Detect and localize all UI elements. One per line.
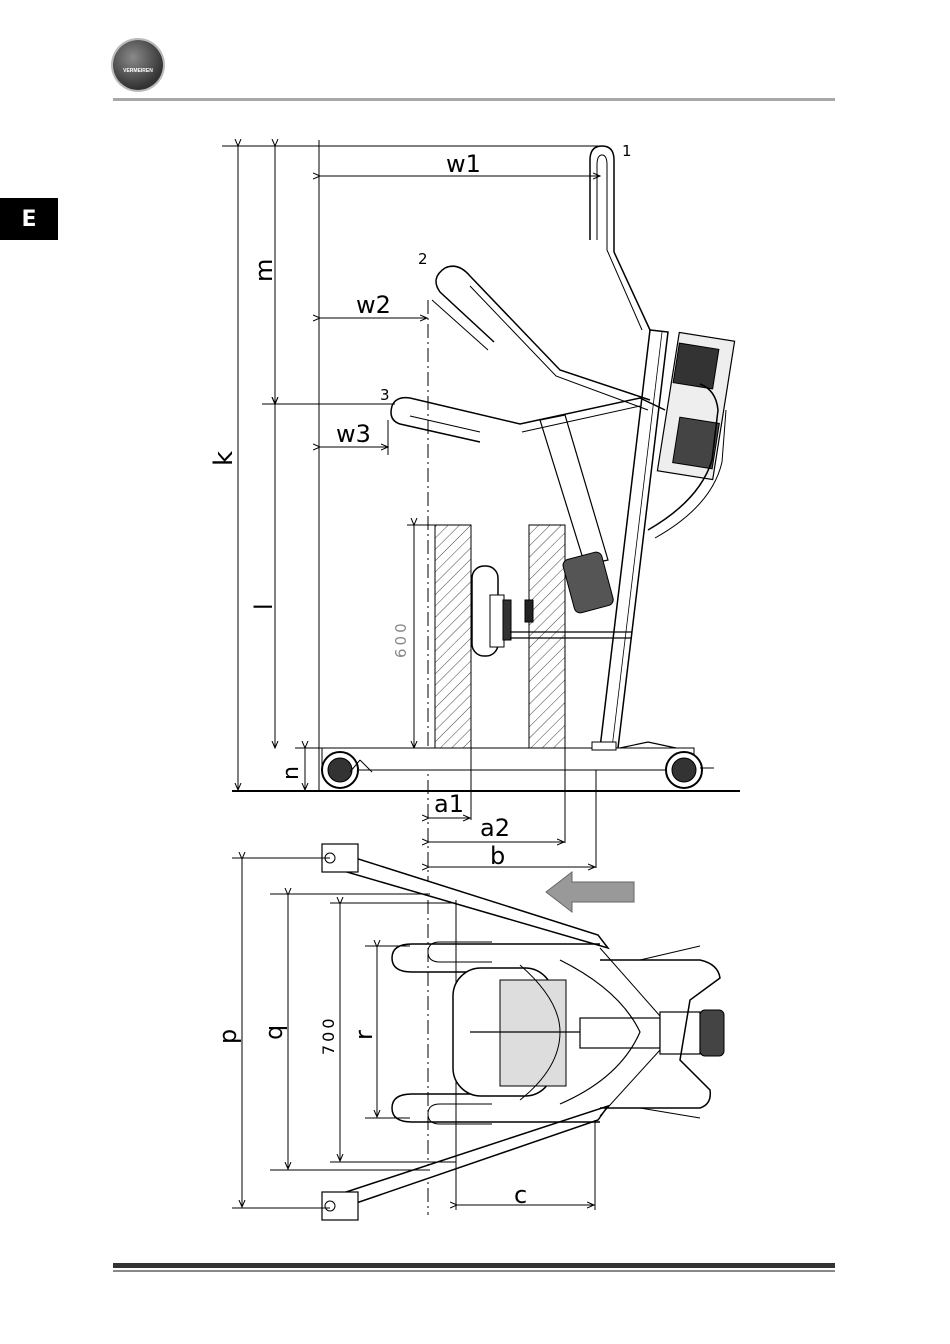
dim-label-700: 700 <box>319 1015 338 1055</box>
dim-label-m: m <box>250 259 278 282</box>
point-label-3: 3 <box>380 386 390 404</box>
dim-label-c: c <box>514 1181 527 1209</box>
dim-label-n: n <box>279 766 304 780</box>
dimension-labels: 1 2 3 w1 w2 w3 k m l n 600 a1 a2 b c p q… <box>209 142 632 1209</box>
dim-label-w1: w1 <box>446 150 481 178</box>
dim-label-w2: w2 <box>356 291 391 319</box>
dim-label-600: 600 <box>392 620 410 658</box>
dim-label-l: l <box>250 603 278 610</box>
point-label-2: 2 <box>418 250 428 268</box>
dim-label-b: b <box>490 842 505 870</box>
footer-divider <box>113 1263 835 1268</box>
dim-label-q: q <box>260 1025 288 1040</box>
dim-label-k: k <box>209 451 239 466</box>
dim-label-w3: w3 <box>336 420 371 448</box>
footer-divider-secondary <box>113 1270 835 1272</box>
point-label-1: 1 <box>622 142 632 160</box>
dim-label-r: r <box>350 1030 378 1040</box>
dim-label-a2: a2 <box>480 814 510 842</box>
top-view <box>232 844 724 1220</box>
dim-label-p: p <box>214 1029 242 1044</box>
dim-label-a1: a1 <box>434 790 464 818</box>
